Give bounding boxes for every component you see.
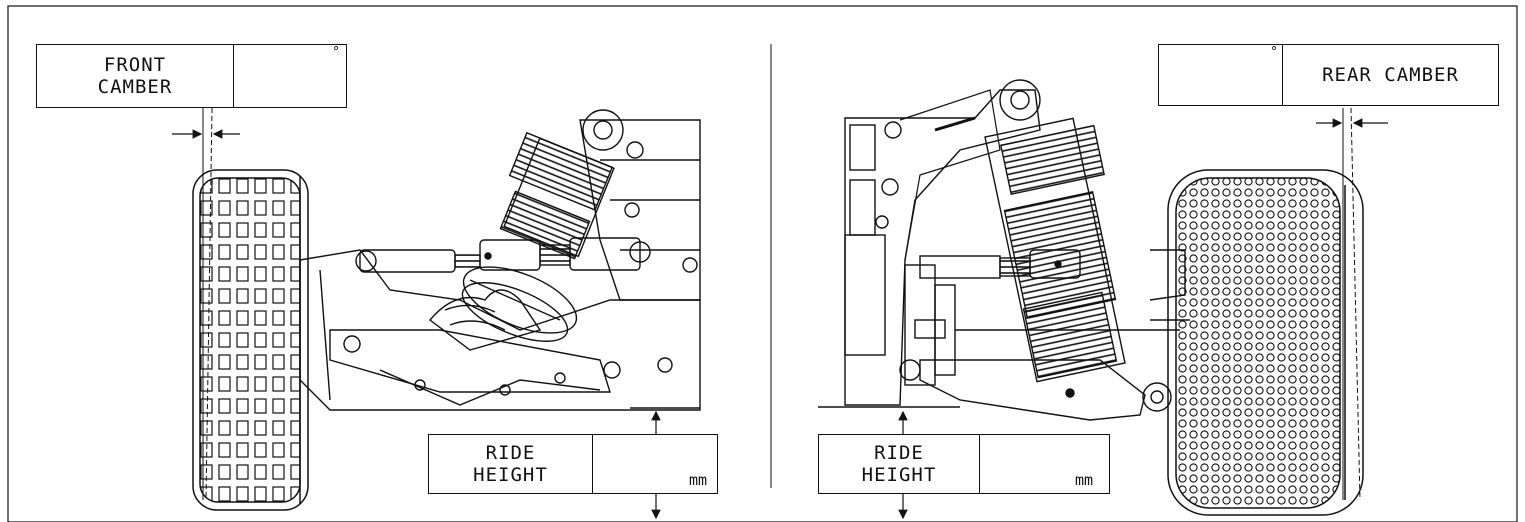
front-ride-height-input[interactable]: mm [592,435,717,493]
rear-ride-height-field: RIDE HEIGHT mm [818,434,1110,494]
rear-ride-height-unit: mm [1074,471,1093,489]
front-camber-field: FRONT CAMBER ° [36,44,347,108]
rear-camber-field: ° REAR CAMBER [1158,44,1499,106]
rear-camber-label: REAR CAMBER [1322,64,1459,86]
rear-ride-height-label: RIDE HEIGHT [861,442,937,486]
front-ride-height-unit: mm [688,471,707,489]
front-ride-height-label: RIDE HEIGHT [473,442,548,486]
rear-camber-input[interactable]: ° [1159,45,1283,105]
front-tire-icon [192,169,309,511]
front-camber-label: FRONT CAMBER [97,54,173,98]
front-ride-height-field: RIDE HEIGHT mm [428,434,718,494]
page-frame [7,5,1518,522]
rear-camber-unit: ° [1270,45,1278,60]
rear-suspension-illustration [818,79,1361,501]
rear-ride-height-input[interactable]: mm [979,435,1109,493]
front-camber-unit: ° [332,45,340,60]
front-suspension-illustration [202,107,701,501]
rear-tire-icon [1167,169,1364,516]
front-camber-input[interactable]: ° [233,45,346,107]
